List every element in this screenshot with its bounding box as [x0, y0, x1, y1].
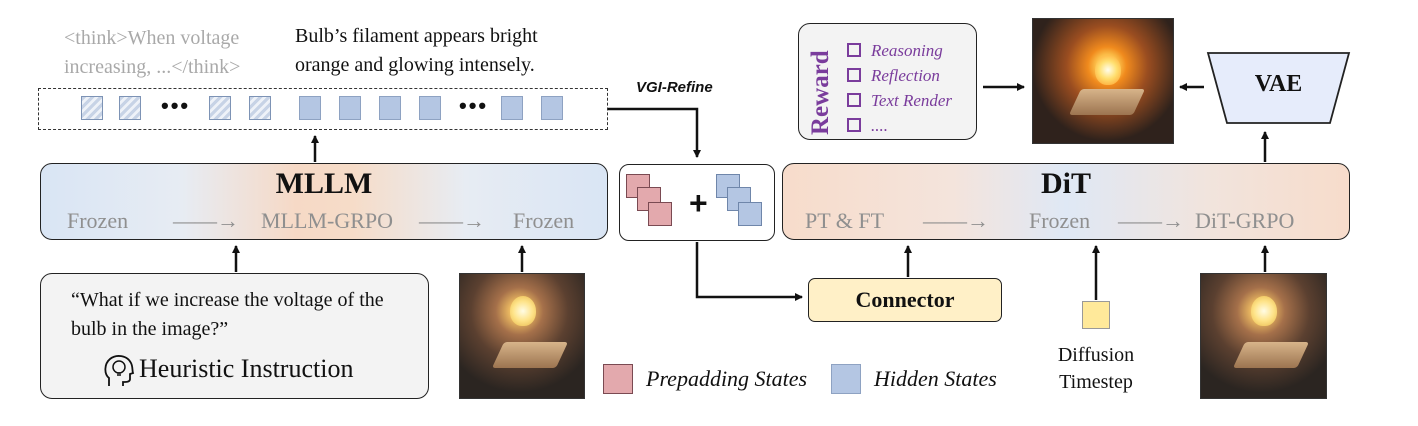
vae-label: VAE [1254, 71, 1303, 97]
dit-stage-3: DiT-GRPO [1195, 208, 1295, 233]
answer-token [501, 96, 523, 120]
checkbox-icon [847, 93, 861, 107]
reward-box: Reward Reasoning Reflection Text Render … [798, 23, 977, 140]
input-image-bulb [459, 273, 585, 399]
checkbox-icon [847, 68, 861, 82]
stage-arrow-icon: ——→ [923, 208, 989, 233]
think-text: <think>When voltage increasing, ...</thi… [64, 27, 241, 78]
mllm-block: MLLM Frozen ——→ MLLM-GRPO ——→ Frozen [40, 163, 608, 240]
connector-block: Connector [808, 278, 1002, 322]
reward-item-reflection: Reflection [847, 66, 940, 86]
arrow-tokens-to-states [608, 107, 701, 158]
think-token [81, 96, 103, 120]
reward-title: Reward [807, 50, 834, 135]
legend-hidden-label: Hidden States [874, 366, 997, 391]
answer-token [541, 96, 563, 120]
head-lightbulb-icon [104, 355, 135, 386]
vae-trapezoid-shape [1206, 52, 1351, 124]
checkbox-icon [847, 118, 861, 132]
answer-token [379, 96, 401, 120]
answer-text: Bulb’s filament appears bright orange an… [295, 25, 538, 76]
think-token [209, 96, 231, 120]
bulb-shape [1095, 55, 1121, 85]
think-token [119, 96, 141, 120]
stage-arrow-icon: ——→ [1118, 208, 1184, 233]
token-ellipsis: ••• [459, 93, 489, 118]
answer-token [299, 96, 321, 120]
dit-title: DiT [1040, 167, 1091, 200]
reward-item-text-render: Text Render [847, 91, 952, 111]
vae-block: VAE [1206, 51, 1351, 125]
dit-block: DiT PT & FT ——→ Frozen ——→ DiT-GRPO [782, 163, 1350, 240]
hidden-state [738, 202, 762, 226]
timestep-token [1082, 301, 1110, 329]
checkbox-icon [847, 43, 861, 57]
dit-stage-1: PT & FT [805, 208, 885, 233]
prepadding-state [648, 202, 672, 226]
legend-prepadding-swatch [603, 364, 633, 394]
board-shape [1232, 342, 1310, 368]
reference-image-bulb [1200, 273, 1327, 399]
output-image-bright-bulb [1032, 18, 1174, 144]
reward-item-more: .... [847, 116, 888, 136]
legend-prepadding-label: Prepadding States [646, 366, 808, 391]
token-sequence: ••• ••• [38, 88, 608, 130]
board-shape [1068, 89, 1146, 115]
token-ellipsis: ••• [161, 93, 191, 118]
timestep-label: Diffusion Timestep [1057, 344, 1135, 393]
arrow-states-to-connector [695, 242, 803, 301]
dit-stage-2: Frozen [1029, 208, 1091, 233]
mllm-stage-1: Frozen [67, 208, 129, 233]
vgi-refine-label: VGI-Refine [636, 79, 713, 96]
legend-hidden-swatch [831, 364, 861, 394]
answer-token [339, 96, 361, 120]
mllm-stage-3: Frozen [513, 208, 575, 233]
stage-arrow-icon: ——→ [419, 208, 485, 233]
board-shape [491, 342, 569, 368]
mllm-title: MLLM [275, 167, 373, 200]
bulb-shape [510, 296, 536, 326]
instruction-label: Heuristic Instruction [139, 354, 354, 383]
bulb-shape [1251, 296, 1277, 326]
answer-token [419, 96, 441, 120]
reward-item-reasoning: Reasoning [847, 41, 943, 61]
think-token [249, 96, 271, 120]
instruction-quote: “What if we increase the voltage of the … [71, 289, 384, 340]
stage-arrow-icon: ——→ [173, 208, 239, 233]
state-merge-box: + [619, 164, 775, 241]
plus-icon: + [689, 185, 708, 221]
mllm-stage-2: MLLM-GRPO [261, 208, 394, 233]
heuristic-instruction-box: “What if we increase the voltage of the … [40, 273, 429, 399]
